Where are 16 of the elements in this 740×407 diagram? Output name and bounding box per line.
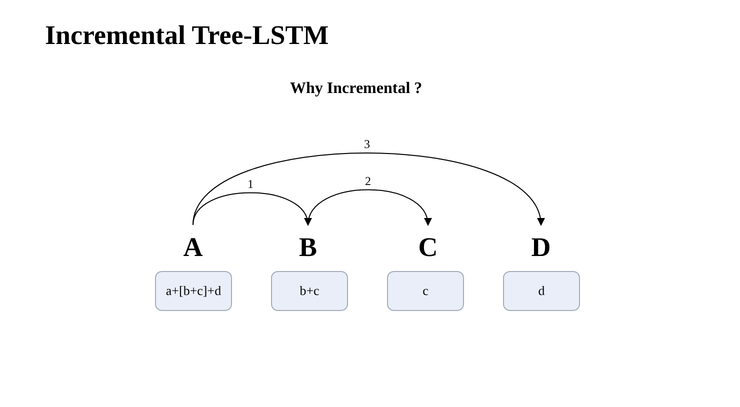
process-box: c [387, 271, 464, 311]
arc-arrow [192, 152, 543, 226]
process-box: a+[b+c]+d [155, 271, 232, 311]
edge-label: 3 [363, 138, 371, 151]
node-letter: A [173, 232, 213, 262]
process-box: d [503, 271, 580, 311]
subtitle: Why Incremental ? [290, 80, 422, 98]
node-letter: D [521, 232, 561, 262]
node-letter: C [408, 232, 448, 262]
edge-label: 1 [246, 178, 254, 191]
title: Incremental Tree-LSTM [45, 20, 329, 51]
node-letter: B [288, 232, 328, 262]
arc-arrow [308, 189, 430, 226]
edge-label: 2 [364, 174, 372, 188]
arc-arrow [192, 192, 310, 226]
process-box: b+c [271, 271, 348, 311]
